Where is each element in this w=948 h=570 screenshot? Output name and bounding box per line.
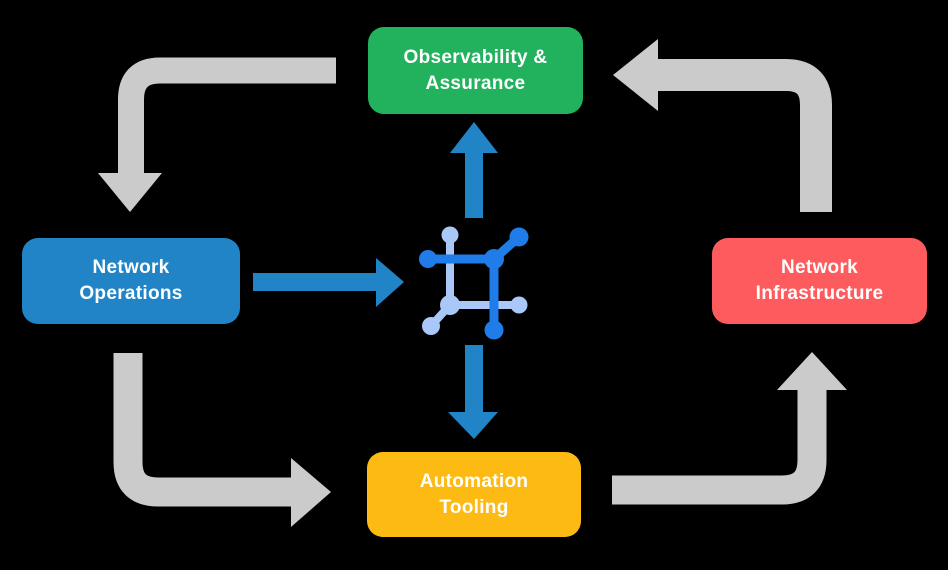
- icon-node: [484, 249, 504, 269]
- arrow-shaft: [118, 57, 336, 174]
- node-network-infrastructure: Network Infrastructure: [712, 238, 927, 324]
- arrow-head: [777, 352, 847, 390]
- arrow-shaft: [612, 389, 827, 505]
- icon-node: [440, 295, 460, 315]
- arrow-head: [376, 258, 404, 307]
- cycle-arrow-observability-to-operations-icon: [98, 57, 336, 212]
- node-label: Network Operations: [79, 257, 183, 304]
- cycle-arrow-infrastructure-to-observability-icon: [613, 39, 832, 212]
- arrow-shaft: [658, 59, 832, 212]
- arrow-head: [448, 412, 498, 439]
- icon-node: [419, 250, 437, 268]
- node-network-operations: Network Operations: [22, 238, 240, 324]
- flow-arrow-operations-to-center-icon: [253, 258, 404, 307]
- icon-node: [484, 320, 504, 340]
- arrow-head: [613, 39, 658, 111]
- arrow-head: [291, 458, 331, 527]
- flow-arrow-center-to-tooling-icon: [448, 345, 498, 439]
- node-label: Network Infrastructure: [755, 257, 884, 304]
- node-observability-assurance: Observability & Assurance: [368, 27, 583, 114]
- icon-node: [441, 226, 459, 244]
- arrow-shaft: [113, 353, 291, 507]
- arrow-head: [450, 122, 498, 153]
- network-mesh-icon: [419, 226, 529, 340]
- node-label: Observability & Assurance: [403, 46, 548, 94]
- network-mesh-icon-primary: [419, 227, 529, 340]
- node-automation-tooling: Automation Tooling: [367, 452, 581, 537]
- node-label: Automation Tooling: [419, 470, 529, 518]
- icon-node: [510, 296, 528, 314]
- icon-node: [422, 317, 440, 335]
- cycle-arrow-tooling-to-infrastructure-icon: [612, 352, 847, 505]
- icon-node: [509, 227, 529, 247]
- arrow-head: [98, 173, 162, 212]
- network-mesh-icon-secondary: [422, 226, 528, 335]
- cycle-arrow-operations-to-tooling-icon: [113, 353, 331, 527]
- flow-arrow-center-to-observability-icon: [450, 122, 498, 218]
